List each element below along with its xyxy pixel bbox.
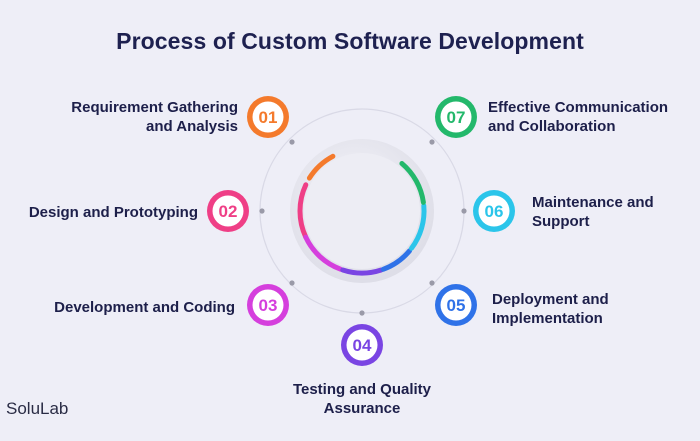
arc-segment-03 <box>303 234 344 272</box>
step-badge-05: 05 <box>435 284 477 326</box>
connector-dot-07 <box>429 139 435 145</box>
arc-segment-01 <box>306 153 336 181</box>
connector-dot-01 <box>289 139 295 145</box>
connector-dot-04 <box>359 310 365 316</box>
progress-arcs <box>297 153 427 276</box>
step-badges: 01 02 03 04 05 06 07 <box>207 96 515 366</box>
step-badge-06: 06 <box>473 190 515 232</box>
step-badge-04: 04 <box>341 324 383 366</box>
step-badge-07: 07 <box>435 96 477 138</box>
arc-segment-04 <box>340 267 384 276</box>
step-badge-02: 02 <box>207 190 249 232</box>
step-label-02: Design and Prototyping <box>28 204 198 221</box>
step-number-02: 02 <box>219 202 238 221</box>
step-number-03: 03 <box>259 296 278 315</box>
arc-segment-06 <box>409 203 427 251</box>
connector-dot-03 <box>289 280 295 286</box>
step-number-01: 01 <box>259 108 278 127</box>
step-badge-03: 03 <box>247 284 289 326</box>
connector-dots <box>259 139 467 316</box>
step-number-04: 04 <box>353 336 372 355</box>
connector-dot-02 <box>259 208 265 214</box>
brand-logo: SoluLab <box>6 399 69 418</box>
arc-segment-05 <box>380 248 412 272</box>
arc-segment-02 <box>297 182 309 240</box>
step-number-05: 05 <box>447 296 466 315</box>
step-number-07: 07 <box>447 108 466 127</box>
page-title: Process of Custom Software Development <box>116 28 584 54</box>
step-label-03: Development and Coding <box>54 299 235 316</box>
arc-segment-07 <box>399 161 426 205</box>
step-badge-01: 01 <box>247 96 289 138</box>
center-disc-inner <box>304 153 420 269</box>
step-number-06: 06 <box>485 202 504 221</box>
connector-dot-05 <box>429 280 435 286</box>
connector-dot-06 <box>461 208 467 214</box>
